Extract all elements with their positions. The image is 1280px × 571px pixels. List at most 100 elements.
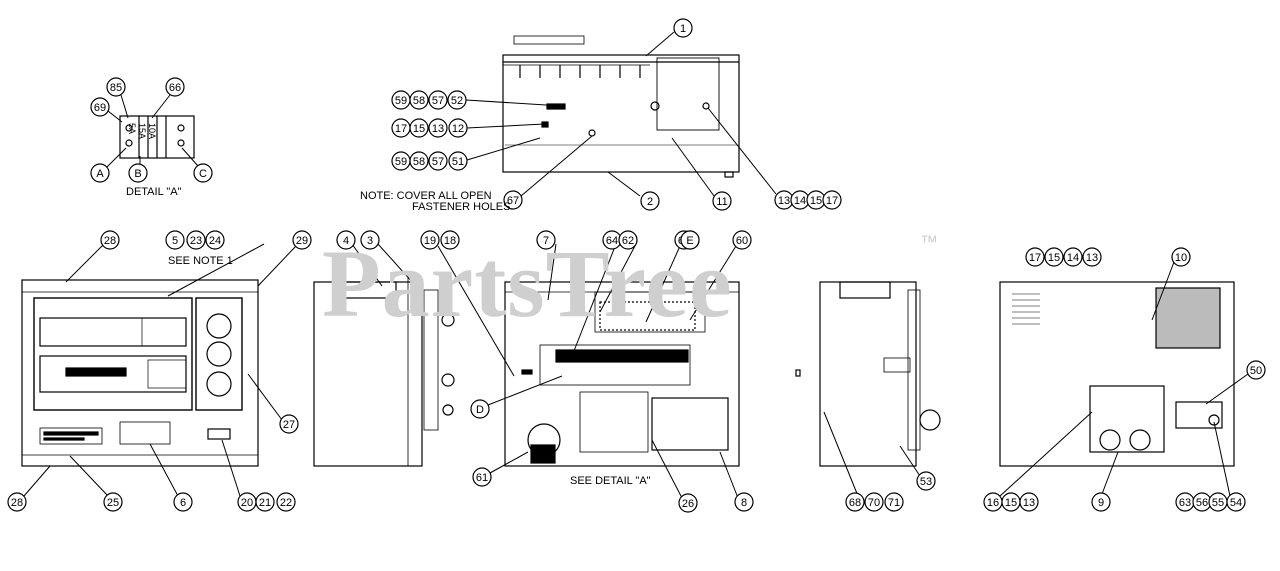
callout-text: D — [476, 404, 484, 416]
leader-line — [489, 451, 529, 474]
callout-circle — [165, 230, 185, 250]
callout-text: 27 — [283, 419, 295, 431]
callout-text: 9 — [1098, 497, 1104, 509]
callout-text: 18 — [444, 235, 456, 247]
leader-line — [351, 243, 383, 287]
callout-text: 58 — [413, 95, 425, 107]
callout-text: A — [96, 168, 104, 180]
callout-text: 55 — [1212, 497, 1224, 509]
callout-14: 14 — [790, 190, 810, 210]
callout-text: 64 — [606, 235, 618, 247]
callout-text: 63 — [1179, 497, 1191, 509]
callout-18: 18 — [440, 230, 460, 250]
callout-circle — [845, 492, 865, 512]
callout-26: 26 — [678, 493, 698, 513]
callout-text: 14 — [794, 195, 806, 207]
callout-text: 4 — [343, 235, 349, 247]
callout-circle — [440, 230, 460, 250]
callout-circle — [1226, 492, 1246, 512]
callout-e-alt: E — [680, 230, 700, 250]
callout-13-alt: 13 — [1019, 492, 1039, 512]
callout-circle — [420, 230, 440, 250]
callout-text: 61 — [476, 472, 488, 484]
interior-view-outline — [504, 281, 740, 467]
callout-circle — [1063, 247, 1083, 267]
callout-a: A — [90, 163, 110, 183]
callout-19: 19 — [420, 230, 440, 250]
callout-text: 62 — [622, 235, 634, 247]
rear-view-outline — [999, 281, 1235, 467]
leader-line — [707, 107, 777, 195]
leader-line — [69, 455, 109, 497]
breaker-label-5a: 5A — [127, 123, 137, 135]
callout-71: 71 — [884, 492, 904, 512]
callout-28: 28 — [100, 230, 120, 250]
callout-15-alt: 15 — [1001, 492, 1021, 512]
callout-15-alt: 15 — [1044, 247, 1064, 267]
callout-text: 24 — [209, 235, 221, 247]
callout-70: 70 — [864, 492, 884, 512]
callout-text: 1 — [680, 23, 686, 35]
callout-53: 53 — [916, 471, 936, 491]
callout-circle — [640, 191, 660, 211]
callout-text: 3 — [367, 235, 373, 247]
callout-text: C — [199, 168, 207, 180]
callout-text: 7 — [543, 235, 549, 247]
callout-23: 23 — [186, 230, 206, 250]
leader-line — [651, 439, 683, 499]
callout-text: 26 — [682, 498, 694, 510]
partstree-watermark: PartsTree — [322, 230, 733, 337]
callout-text: 15 — [413, 123, 425, 135]
callout-circle — [864, 492, 884, 512]
callout-55: 55 — [1208, 492, 1228, 512]
callout-8: 8 — [734, 492, 754, 512]
callout-text: 15 — [1048, 252, 1060, 264]
callout-text: 51 — [452, 156, 464, 168]
callout-4: 4 — [336, 230, 356, 250]
leader-line — [487, 375, 563, 406]
callout-14-alt: 14 — [1063, 247, 1083, 267]
leader-line — [466, 137, 541, 161]
leader-line — [823, 411, 859, 497]
callout-text: 17 — [1029, 252, 1041, 264]
callout-17: 17 — [822, 190, 842, 210]
callout-circle — [90, 97, 110, 117]
leader-line — [689, 245, 737, 321]
leader-line — [167, 243, 265, 297]
callout-54: 54 — [1226, 492, 1246, 512]
callout-circle — [448, 118, 468, 138]
callout-10: 10 — [1171, 247, 1191, 267]
leader-line — [221, 439, 241, 497]
callout-circle — [1246, 360, 1266, 380]
leader-line — [1205, 373, 1249, 405]
callout-text: 70 — [868, 497, 880, 509]
callout-text: B — [134, 168, 141, 180]
callout-circle — [7, 492, 27, 512]
callout-text: 6 — [180, 497, 186, 509]
callout-16: 16 — [983, 492, 1003, 512]
callout-text: 21 — [259, 497, 271, 509]
leader-line — [571, 243, 617, 357]
callout-text: 16 — [987, 497, 999, 509]
callout-text: 68 — [849, 497, 861, 509]
callout-circle — [1044, 247, 1064, 267]
callout-circle — [734, 492, 754, 512]
callout-text: 13 — [432, 123, 444, 135]
callout-circle — [673, 18, 693, 38]
callout-circle — [103, 492, 123, 512]
callout-text: 23 — [190, 235, 202, 247]
callout-text: 59 — [395, 95, 407, 107]
callout-c: C — [193, 163, 213, 183]
callout-text: 60 — [736, 235, 748, 247]
callout-text: 15 — [1005, 497, 1017, 509]
note-cover-line2: FASTENER HOLES — [412, 201, 511, 213]
leader-line — [257, 245, 297, 287]
callout-circle — [360, 230, 380, 250]
callout-17-alt: 17 — [1025, 247, 1045, 267]
callout-circle — [1025, 247, 1045, 267]
trademark-symbol: ™ — [920, 232, 938, 252]
callout-22: 22 — [276, 492, 296, 512]
callout-circle — [205, 230, 225, 250]
callout-circle — [255, 492, 275, 512]
callout-text: 28 — [104, 235, 116, 247]
